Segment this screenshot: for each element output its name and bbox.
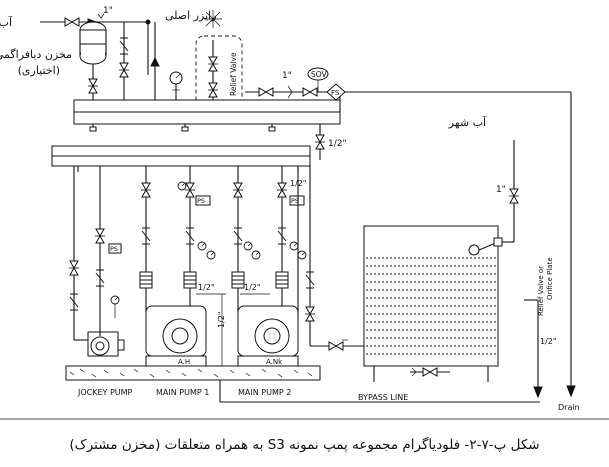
sov-line xyxy=(245,67,576,398)
jockey-pump xyxy=(87,328,125,357)
main-pump-1-label: MAIN PUMP 1 xyxy=(156,388,209,397)
sov-label: SOV xyxy=(311,70,328,79)
main-pump-2-label: MAIN PUMP 2 xyxy=(238,388,291,397)
main-riser xyxy=(150,22,160,100)
main-pump-1-piping xyxy=(139,166,216,314)
main-pump-2-piping xyxy=(231,166,307,314)
inlet-valves xyxy=(118,22,130,100)
relief-orifice-line xyxy=(524,299,543,399)
water-tank xyxy=(363,225,514,382)
city-water-label-right: آب شهر xyxy=(448,115,487,129)
figure-caption: شکل پ-۷-۲- فلودیاگرام مجموعه پمپ نمونه S… xyxy=(69,437,540,453)
bypass-line xyxy=(219,380,540,403)
flow-switch-label: FS xyxy=(331,89,340,97)
relief-or-orifice-label-1: Relief Valve or xyxy=(537,266,545,316)
jockey-pump-label: JOCKEY PUMP xyxy=(77,388,133,397)
pipe-size-label: 1" xyxy=(103,6,113,16)
diaphragm-tank-optional: (اختیاری) xyxy=(18,64,60,77)
one-inch-label-right: 1" xyxy=(496,185,506,195)
relief-valve-label: Relief Valve xyxy=(229,52,238,96)
half-inch-label-vertical: 1/2" xyxy=(217,311,226,328)
drain-label: Drain xyxy=(558,403,580,412)
pump-2-tag: A.Nk xyxy=(266,358,283,366)
diaphragm-tank-label: مخزن دیافراگمی xyxy=(0,48,72,61)
pump-base xyxy=(65,365,321,381)
pressure-switch-pump2: PS xyxy=(291,197,299,205)
city-water-inlet-right xyxy=(508,140,520,242)
relief-or-orifice-label-2: Orifice Plate xyxy=(546,257,554,300)
city-water-label-top: آب شهر xyxy=(0,15,13,29)
discharge-header xyxy=(51,145,311,172)
half-inch-label-top: 1/2" xyxy=(328,139,347,149)
pump-1-tag: A.H xyxy=(178,358,190,366)
header-drain-branch xyxy=(314,124,326,160)
half-inch-label-b: 1/2" xyxy=(244,283,261,292)
pressure-switch-pump1: PS xyxy=(197,197,205,205)
jockey-pump-line xyxy=(68,166,122,341)
diaphragm-tank xyxy=(79,21,107,100)
test-return-line xyxy=(297,166,364,351)
bypass-line-label: BYPASS LINE xyxy=(358,393,408,402)
main-pump-1 xyxy=(145,305,207,367)
half-inch-drain-label: 1/2" xyxy=(540,337,557,346)
half-inch-label-a: 1/2" xyxy=(198,283,215,292)
figure-caption-wrap: شکل پ-۷-۲- فلودیاگرام مجموعه پمپ نمونه S… xyxy=(0,428,609,462)
main-riser-label: رایزر اصلی xyxy=(165,9,217,22)
main-pump-2 xyxy=(237,305,299,367)
top-header xyxy=(73,99,341,132)
sov-pipe-size: 1" xyxy=(282,71,292,81)
pressure-gauge-top xyxy=(169,71,183,100)
pressure-switch-jockey: PS xyxy=(110,245,118,253)
